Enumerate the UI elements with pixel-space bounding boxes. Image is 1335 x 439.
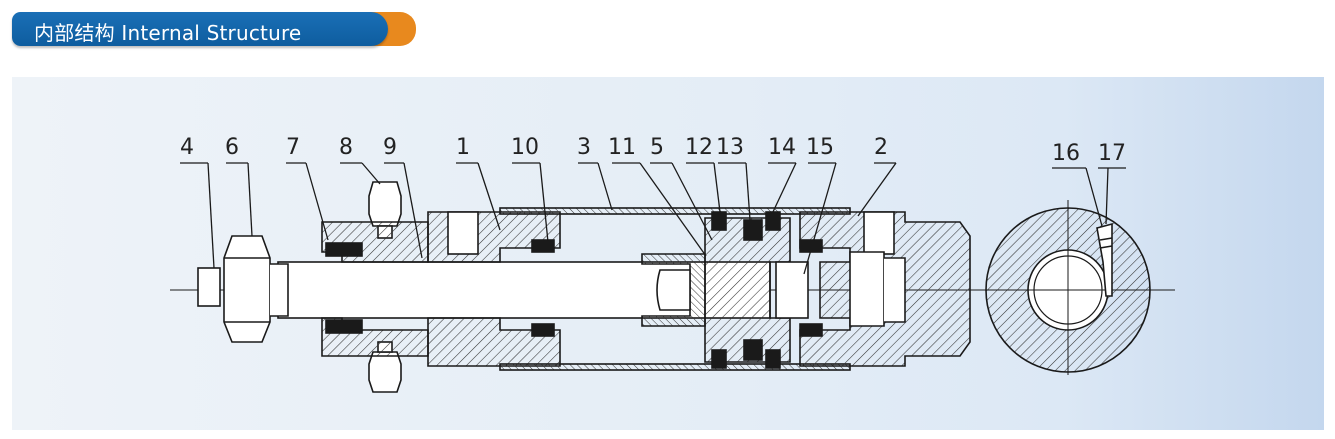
tie-bolt-top bbox=[368, 181, 402, 227]
callout-11: 11 bbox=[608, 135, 636, 160]
callout-4: 4 bbox=[180, 135, 194, 160]
callout-17: 17 bbox=[1098, 141, 1126, 166]
piston bbox=[704, 217, 791, 363]
callout-8: 8 bbox=[339, 135, 353, 160]
piston-seal-12-top bbox=[711, 211, 727, 231]
callout-15: 15 bbox=[806, 135, 834, 160]
rear-cushion-seal-bottom bbox=[799, 323, 823, 337]
section-title: 内部结构 Internal Structure bbox=[34, 21, 302, 45]
front-port bbox=[447, 211, 479, 255]
callout-labels: 4 6 7 8 9 1 10 3 11 5 12 13 14 15 2 16 1… bbox=[180, 135, 1126, 166]
rear-port bbox=[863, 211, 895, 255]
callout-12: 12 bbox=[685, 135, 713, 160]
rod-nut bbox=[223, 235, 271, 343]
rod-seal-top bbox=[325, 242, 363, 257]
front-head-bottom bbox=[427, 317, 561, 367]
wear-ring-13-top bbox=[743, 219, 763, 241]
wear-ring-13-bottom bbox=[743, 339, 763, 361]
piston-seal-12-bottom bbox=[711, 349, 727, 369]
cushion-screw bbox=[1096, 222, 1113, 297]
callout-3: 3 bbox=[577, 135, 591, 160]
cushion-seal-bottom bbox=[531, 323, 555, 337]
callout-14: 14 bbox=[768, 135, 796, 160]
callout-5: 5 bbox=[650, 135, 664, 160]
callout-2: 2 bbox=[874, 135, 888, 160]
cushion-seal-top bbox=[531, 239, 555, 253]
header-blue-bar: 内部结构 Internal Structure bbox=[12, 12, 388, 46]
barrel-top bbox=[499, 207, 851, 215]
callout-13: 13 bbox=[716, 135, 744, 160]
callout-1: 1 bbox=[456, 135, 470, 160]
callout-9: 9 bbox=[383, 135, 397, 160]
piston-seal-14-bottom bbox=[765, 349, 781, 369]
section-header: 内部结构 Internal Structure bbox=[12, 12, 416, 48]
piston-seal-14-top bbox=[765, 211, 781, 231]
callout-6: 6 bbox=[225, 135, 239, 160]
piston-nut bbox=[775, 261, 809, 319]
tie-bolt-bottom bbox=[368, 351, 402, 393]
callout-7: 7 bbox=[286, 135, 300, 160]
rod-seal-bottom bbox=[325, 319, 363, 334]
callout-16: 16 bbox=[1052, 141, 1080, 166]
callout-10: 10 bbox=[511, 135, 539, 160]
barrel-bottom bbox=[499, 363, 851, 371]
rod-thread-end bbox=[197, 267, 221, 307]
